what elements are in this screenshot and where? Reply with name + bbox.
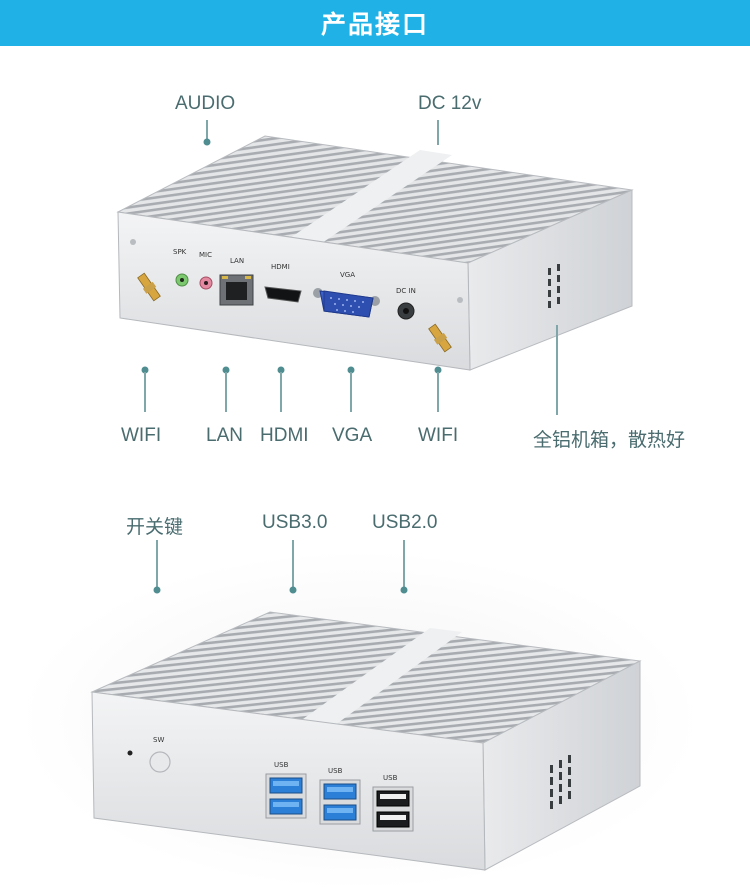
vga-port-label: VGA: [340, 271, 356, 279]
usb3-callout-line: [292, 540, 294, 588]
usb2-callout-dot: [400, 586, 408, 594]
hdmi-callout-line: [280, 372, 282, 412]
lan-callout-label: LAN: [206, 425, 243, 446]
lan-port-label: LAN: [230, 257, 245, 265]
usb-label-group-1: USB: [274, 761, 289, 769]
dc-callout-line: [437, 120, 439, 145]
wifi-left-callout-line: [144, 372, 146, 412]
wifi-left-callout-label: WIFI: [121, 425, 162, 446]
wifi-left-callout-dot: [141, 366, 149, 374]
vga-callout-line: [350, 372, 352, 412]
hdmi-callout-dot: [277, 366, 285, 374]
sw-label: SW: [153, 736, 165, 744]
usb3-callout-label: USB3.0: [262, 512, 328, 533]
usb-label-group-3: USB: [383, 774, 398, 782]
wifi-right-callout-dot: [434, 366, 442, 374]
chassis-callout-label: 全铝机箱，散热好: [533, 430, 686, 451]
wifi-right-callout-line: [437, 372, 439, 412]
mic-port-label: MIC: [199, 251, 212, 259]
power-switch-callout-line: [156, 540, 158, 588]
usb2-callout-line: [403, 540, 405, 588]
audio-callout-label: AUDIO: [175, 93, 236, 114]
spk-port-label: SPK: [173, 248, 187, 256]
hdmi-callout-label: HDMI: [260, 425, 309, 446]
vga-callout-label: VGA: [332, 425, 373, 446]
power-switch-callout-label: 开关键: [126, 517, 184, 538]
audio-callout-dot: [203, 138, 211, 146]
usb3-callout-dot: [289, 586, 297, 594]
vga-callout-dot: [347, 366, 355, 374]
power-switch-callout-dot: [153, 586, 161, 594]
usb-label-group-2: USB: [328, 767, 343, 775]
chassis-callout-line: [556, 325, 558, 415]
section-title: 产品接口: [0, 0, 750, 46]
dc-in-port-label: DC IN: [396, 287, 416, 295]
lan-callout-dot: [222, 366, 230, 374]
audio-callout-line: [206, 120, 208, 140]
dc-callout-label: DC 12v: [418, 93, 482, 114]
wifi-right-callout-label: WIFI: [418, 425, 459, 446]
usb2-callout-label: USB2.0: [372, 512, 438, 533]
hdmi-port-label: HDMI: [271, 263, 290, 271]
lan-callout-line: [225, 372, 227, 412]
